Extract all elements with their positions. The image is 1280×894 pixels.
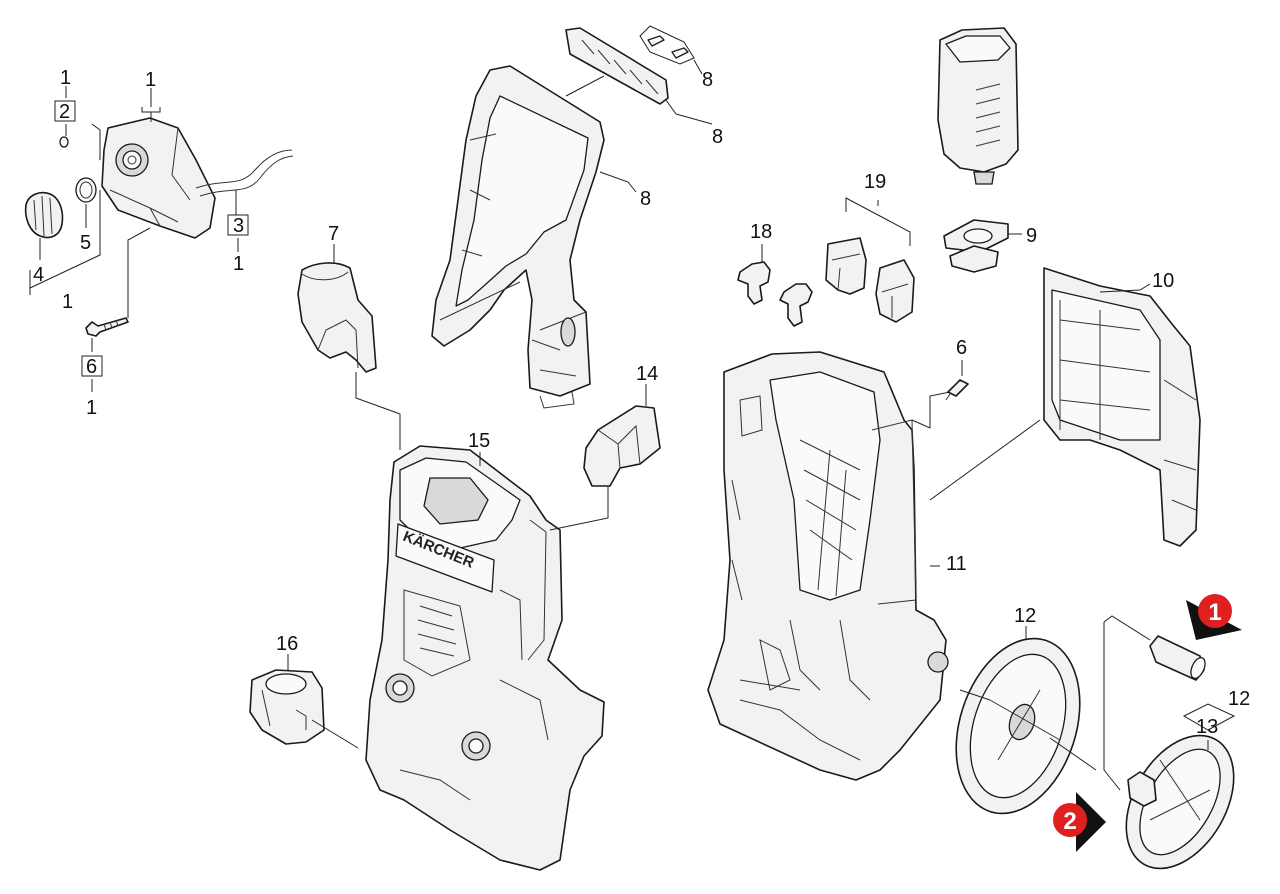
callout-10: 10: [1152, 270, 1174, 292]
clip-19a: [825, 237, 867, 295]
connector-housing-group: [24, 117, 294, 337]
axle-group: [1103, 615, 1236, 870]
clip-19b: [875, 259, 915, 323]
marker-2-label: 2: [1063, 808, 1076, 835]
callout-18: 18: [750, 221, 772, 243]
o-ring-part: [75, 177, 97, 203]
callout-6a: 6: [86, 356, 97, 378]
left-leaders: [29, 86, 249, 392]
callout-1d: 1: [233, 253, 244, 275]
shroud-piece: [297, 262, 377, 373]
shroud-piece-group: [297, 244, 401, 450]
callout-15: 15: [468, 430, 490, 452]
chassis-group: [707, 351, 969, 781]
callout-6b: 6: [956, 337, 967, 359]
handle-frame-group: [431, 25, 713, 409]
clips-19: [825, 197, 915, 323]
connector-housing: [101, 117, 216, 239]
screw-part: [85, 317, 129, 337]
foot-clip-group: [249, 654, 359, 749]
callout-1e: 1: [86, 397, 97, 419]
callout-8b: 8: [712, 126, 723, 148]
callout-8c: 8: [640, 188, 651, 210]
callout-5: 5: [80, 232, 91, 254]
wheel-group: [955, 626, 1097, 815]
side-panel-group: [929, 267, 1201, 547]
callout-11: 11: [946, 553, 967, 575]
callouts: 1 2 1 5 4 1 3 1 6 1 7 8 8 8 15 14 16 18 …: [33, 67, 1250, 738]
chassis-screw: [947, 379, 969, 397]
detergent-tank-group: [937, 27, 1022, 273]
callout-14: 14: [636, 363, 658, 385]
marker-1-label: 1: [1208, 599, 1221, 626]
fitting-a: [737, 261, 771, 305]
cap-part: [24, 191, 64, 239]
main-cover-group: KÄRCHER: [365, 445, 605, 871]
callout-2: 2: [59, 101, 70, 123]
side-clip-group: [549, 384, 661, 531]
callout-13: 13: [1196, 716, 1218, 738]
callout-19: 19: [864, 171, 886, 193]
fittings-18: [737, 244, 813, 327]
callout-1b: 1: [145, 69, 156, 91]
hose-clip-bar: [565, 27, 669, 105]
fitting-b: [779, 283, 813, 327]
callout-9: 9: [1026, 225, 1037, 247]
callout-3: 3: [233, 215, 244, 237]
callout-12a: 12: [1014, 605, 1036, 627]
callout-4: 4: [33, 264, 44, 286]
callout-12b: 12: [1228, 688, 1250, 710]
callout-7: 7: [328, 223, 339, 245]
callout-1a: 1: [60, 67, 71, 89]
side-clip: [583, 405, 661, 487]
detergent-tank: [937, 27, 1019, 173]
marker-badge-1: 1: [1186, 594, 1242, 640]
callout-8a: 8: [702, 69, 713, 91]
callout-16: 16: [276, 633, 298, 655]
callout-1c: 1: [62, 291, 73, 313]
marker-badge-2: 2: [1053, 792, 1106, 852]
